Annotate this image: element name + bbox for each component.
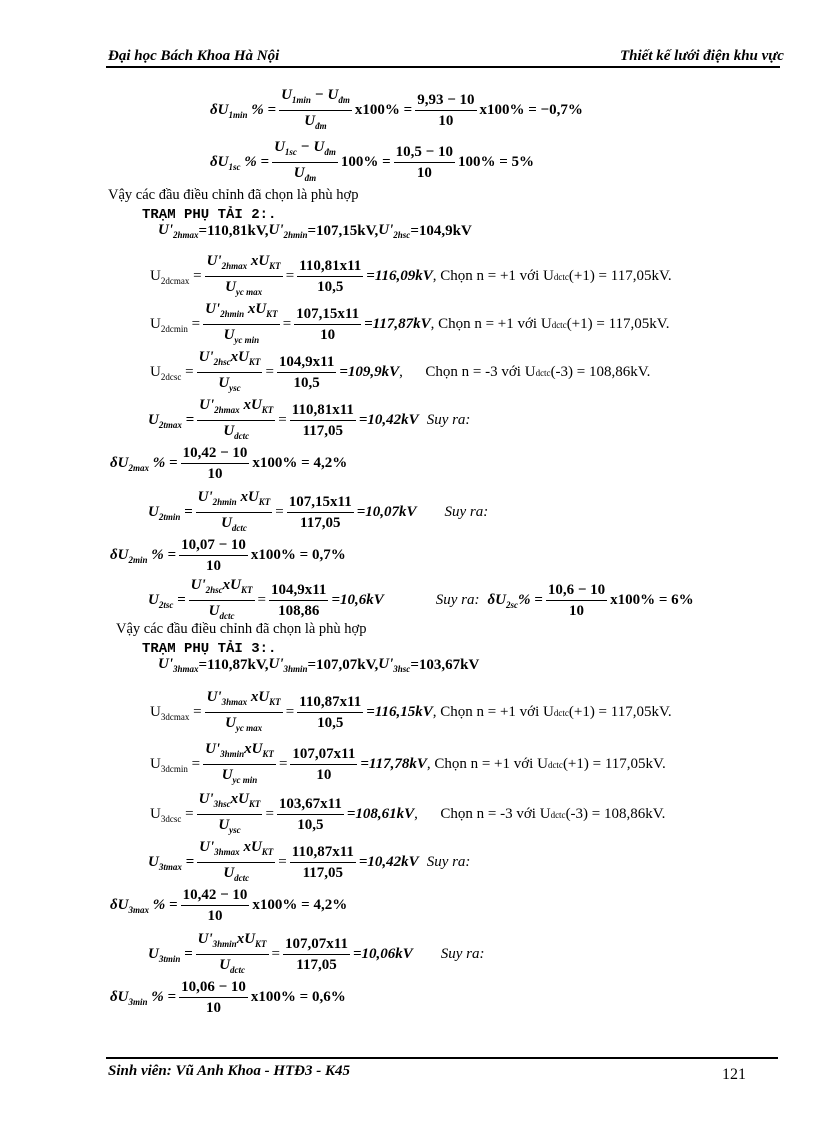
header-left: Đại học Bách Khoa Hà Nội [108, 48, 280, 64]
conclusion-1: Vậy các đầu điều chỉnh đã chọn là phù hợ… [108, 187, 359, 203]
footer-left: Sinh viên: Vũ Anh Khoa - HTĐ3 - K45 [108, 1063, 350, 1079]
station2-given: U'2hmax=110,81kV, U'2hmin=107,15kV, U'2h… [158, 222, 472, 240]
footer-rule [106, 1057, 778, 1059]
station3-title: TRẠM PHỤ TẢI 3:. [142, 641, 277, 657]
header-right: Thiết kế lưới điện khu vực [620, 48, 784, 64]
conclusion-2: Vậy các đầu điều chỉnh đã chọn là phù hợ… [116, 621, 367, 637]
page-number: 121 [722, 1066, 746, 1083]
header-rule [106, 66, 780, 68]
station3-given: U'3hmax=110,87kV, U'3hmin=107,07kV, U'3h… [158, 656, 480, 674]
station2-title: TRẠM PHỤ TẢI 2:. [142, 207, 277, 223]
